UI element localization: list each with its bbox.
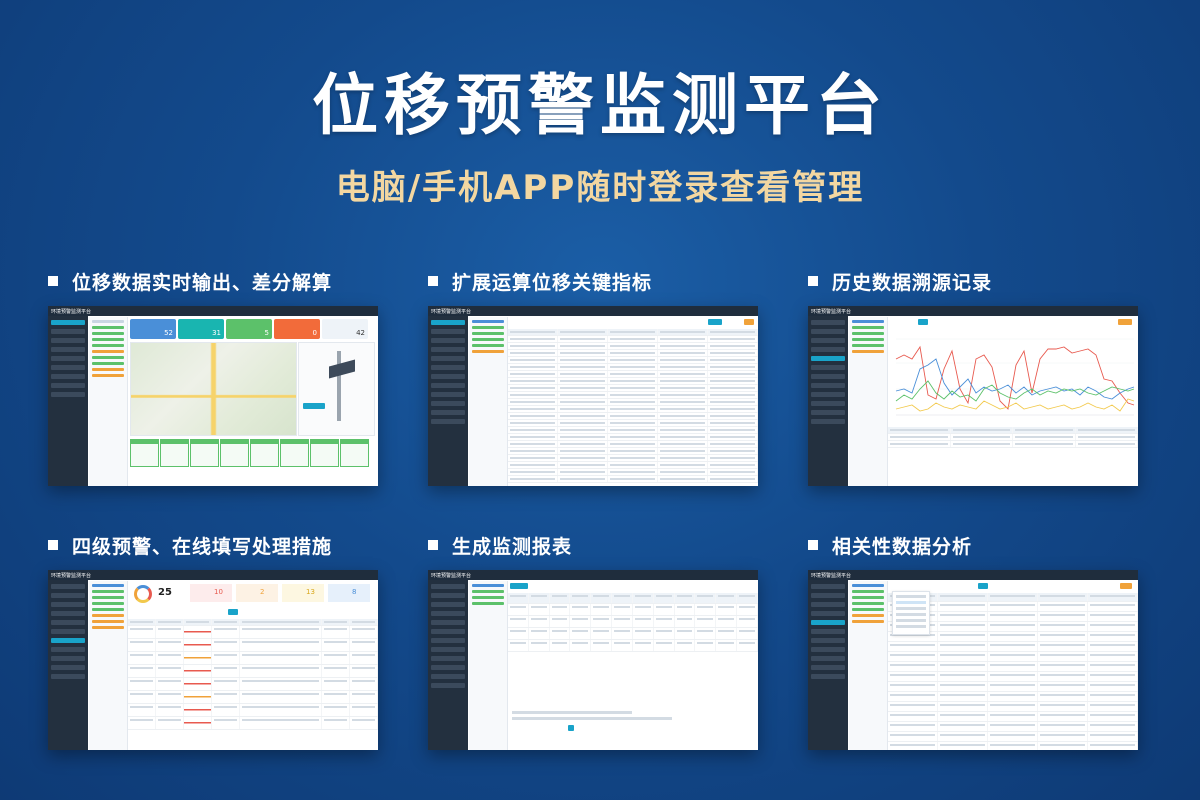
- screenshot-history-chart[interactable]: 环境预警监测平台: [808, 306, 1138, 486]
- feature-realtime-output: 位移数据实时输出、差分解算 环境预警监测平台 52 31 5 0 42: [48, 268, 378, 486]
- alarm-donut-icon: [134, 585, 152, 603]
- sidebar: [48, 316, 88, 486]
- app-name: 环境预警监测平台: [51, 309, 92, 315]
- feature-extended-metrics: 扩展运算位移关键指标 环境预警监测平台: [428, 268, 758, 486]
- alarm-level-3[interactable]: 13: [282, 584, 324, 602]
- correlation-table: [888, 581, 1138, 750]
- stat-card: 42: [322, 319, 368, 339]
- feature-label: 历史数据溯源记录: [832, 271, 993, 294]
- alarm-level-2[interactable]: 2: [236, 584, 278, 602]
- stat-card: 0: [274, 319, 320, 339]
- feature-correlation-analysis: 相关性数据分析 环境预警监测平台: [808, 532, 1138, 750]
- alarm-total: 25: [158, 587, 172, 598]
- feature-monitoring-report: 生成监测报表 环境预警监测平台: [428, 532, 758, 750]
- feature-label: 相关性数据分析: [832, 535, 973, 558]
- square-bullet-icon: [808, 540, 818, 550]
- device-tree: [89, 317, 128, 486]
- feature-four-level-alarm: 四级预警、在线填写处理措施 环境预警监测平台 25 10 2 13 8: [48, 532, 378, 750]
- feature-label: 位移数据实时输出、差分解算: [72, 271, 333, 294]
- dropdown-menu[interactable]: [892, 591, 930, 635]
- square-bullet-icon: [428, 540, 438, 550]
- report-table: [508, 581, 758, 750]
- stat-card: 52: [130, 319, 176, 339]
- square-bullet-icon: [428, 276, 438, 286]
- app-name: 环境预警监测平台: [431, 309, 472, 315]
- alarm-level-1[interactable]: 10: [190, 584, 232, 602]
- stat-card: 5: [226, 319, 272, 339]
- stat-card: 31: [178, 319, 224, 339]
- square-bullet-icon: [48, 540, 58, 550]
- feature-label: 生成监测报表: [452, 535, 573, 558]
- metrics-table: [508, 317, 758, 486]
- history-line-chart: [895, 338, 1135, 416]
- screenshot-correlation[interactable]: 环境预警监测平台: [808, 570, 1138, 750]
- screenshot-alarm-list[interactable]: 环境预警监测平台 25 10 2 13 8: [48, 570, 378, 750]
- app-name: 环境预警监测平台: [51, 573, 92, 579]
- screenshot-metrics-table[interactable]: 环境预警监测平台: [428, 306, 758, 486]
- device-info-panel: [298, 342, 375, 436]
- feature-label: 四级预警、在线填写处理措施: [72, 535, 333, 558]
- app-name: 环境预警监测平台: [811, 309, 852, 315]
- square-bullet-icon: [808, 276, 818, 286]
- screenshot-report[interactable]: 环境预警监测平台: [428, 570, 758, 750]
- screenshot-realtime-dashboard[interactable]: 环境预警监测平台 52 31 5 0 42: [48, 306, 378, 486]
- feature-history-trace: 历史数据溯源记录 环境预警监测平台: [808, 268, 1138, 486]
- page-subtitle: 电脑/手机APP随时登录查看管理: [335, 168, 865, 208]
- app-name: 环境预警监测平台: [811, 573, 852, 579]
- monitoring-map[interactable]: [130, 342, 297, 436]
- app-name: 环境预警监测平台: [431, 573, 472, 579]
- alarm-level-4[interactable]: 8: [328, 584, 370, 602]
- page-title: 位移预警监测平台: [312, 67, 888, 144]
- feature-label: 扩展运算位移关键指标: [452, 271, 653, 294]
- square-bullet-icon: [48, 276, 58, 286]
